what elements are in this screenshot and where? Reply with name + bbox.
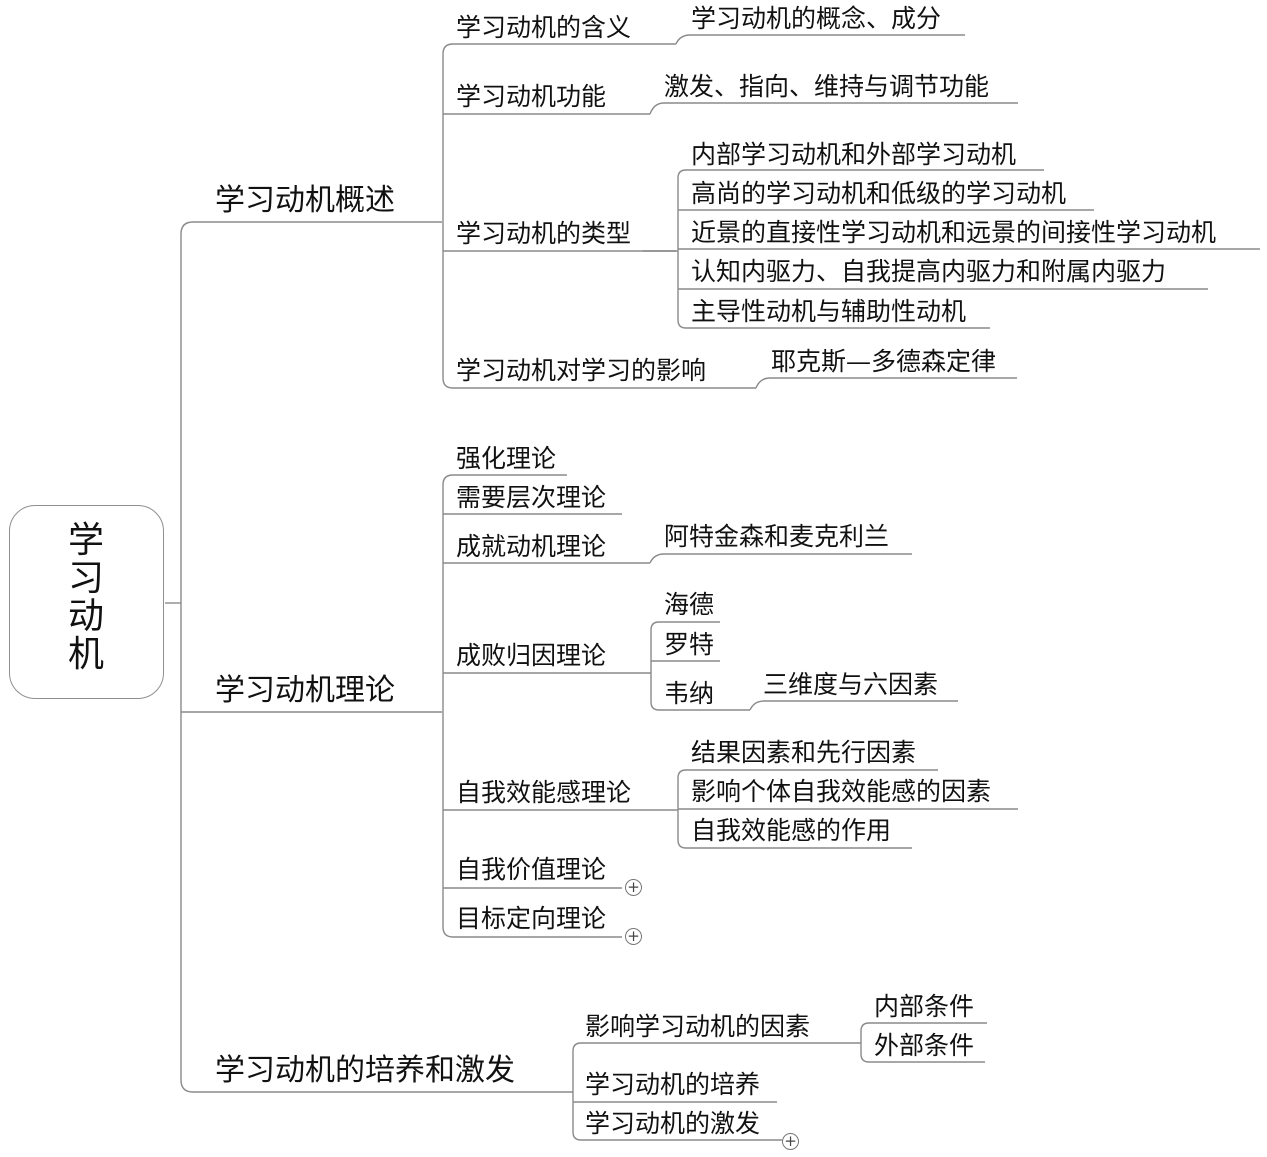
influence-link bbox=[755, 377, 1017, 389]
theory-fork bbox=[442, 926, 622, 938]
node-function[interactable]: 学习动机功能 bbox=[456, 82, 607, 111]
root-fork bbox=[180, 221, 442, 235]
leaf-type-4[interactable]: 认知内驱力、自我提高内驱力和附属内驱力 bbox=[691, 257, 1167, 286]
branch-cultivation[interactable]: 学习动机的培养和激发 bbox=[215, 1053, 515, 1088]
attribution-fork bbox=[650, 701, 750, 711]
leaf-weiner[interactable]: 韦纳 bbox=[664, 679, 715, 708]
root-node[interactable]: 学 习 动 机 bbox=[9, 505, 164, 699]
root-label: 学 习 动 机 bbox=[10, 522, 162, 674]
leaf-yerkes-dodson[interactable]: 耶克斯—多德森定律 bbox=[771, 347, 997, 376]
node-influence[interactable]: 学习动机对学习的影响 bbox=[456, 356, 707, 385]
node-reinforcement[interactable]: 强化理论 bbox=[456, 444, 557, 473]
leaf-type-2[interactable]: 高尚的学习动机和低级的学习动机 bbox=[691, 179, 1067, 208]
node-meaning[interactable]: 学习动机的含义 bbox=[456, 13, 632, 42]
theory-fork bbox=[442, 474, 567, 486]
node-needs[interactable]: 需要层次理论 bbox=[456, 483, 607, 512]
node-self-worth[interactable]: 自我价值理论 bbox=[456, 855, 607, 884]
leaf-three-dimensions[interactable]: 三维度与六因素 bbox=[763, 670, 939, 699]
root-fork bbox=[180, 1079, 573, 1093]
attribution-fork bbox=[650, 621, 720, 631]
leaf-type-5[interactable]: 主导性动机与辅助性动机 bbox=[691, 297, 967, 326]
meaning-link bbox=[675, 34, 965, 45]
branch-theory[interactable]: 学习动机理论 bbox=[215, 673, 395, 708]
factors-fork bbox=[860, 1022, 987, 1032]
leaf-external[interactable]: 外部条件 bbox=[874, 1031, 975, 1060]
node-self-efficacy[interactable]: 自我效能感理论 bbox=[456, 778, 632, 807]
branch-overview[interactable]: 学习动机概述 bbox=[215, 183, 395, 218]
overview-fork bbox=[442, 43, 676, 55]
achievement-link bbox=[649, 553, 912, 564]
node-factors[interactable]: 影响学习动机的因素 bbox=[585, 1012, 811, 1041]
expand-toggle-icon[interactable]: + bbox=[782, 1133, 799, 1150]
root-label-char: 机 bbox=[67, 634, 104, 675]
leaf-efficacy-2[interactable]: 影响个体自我效能感的因素 bbox=[691, 777, 992, 806]
node-cultivate[interactable]: 学习动机的培养 bbox=[585, 1070, 761, 1099]
node-achievement[interactable]: 成就动机理论 bbox=[456, 532, 607, 561]
leaf-type-1[interactable]: 内部学习动机和外部学习动机 bbox=[691, 140, 1017, 169]
function-link bbox=[649, 102, 1018, 115]
types-fork bbox=[677, 319, 990, 329]
overview-fork bbox=[442, 377, 756, 389]
leaf-heider[interactable]: 海德 bbox=[664, 590, 715, 619]
node-attribution[interactable]: 成败归因理论 bbox=[456, 641, 607, 670]
factors-fork bbox=[860, 1053, 985, 1063]
expand-toggle-icon[interactable]: + bbox=[625, 879, 642, 896]
leaf-rotter[interactable]: 罗特 bbox=[664, 630, 715, 659]
efficacy-fork bbox=[677, 769, 938, 779]
node-types[interactable]: 学习动机的类型 bbox=[456, 219, 632, 248]
expand-toggle-icon[interactable]: + bbox=[625, 928, 642, 945]
root-label-char: 学 bbox=[67, 520, 104, 561]
node-stimulate[interactable]: 学习动机的激发 bbox=[585, 1109, 761, 1138]
leaf-efficacy-1[interactable]: 结果因素和先行因素 bbox=[691, 738, 917, 767]
node-goal-orientation[interactable]: 目标定向理论 bbox=[456, 904, 607, 933]
leaf-functions[interactable]: 激发、指向、维持与调节功能 bbox=[664, 72, 990, 101]
efficacy-fork bbox=[677, 839, 912, 849]
cultivation-fork bbox=[572, 1042, 860, 1052]
cultivation-fork bbox=[572, 1131, 782, 1141]
types-fork bbox=[677, 169, 1044, 179]
leaf-internal[interactable]: 内部条件 bbox=[874, 992, 975, 1021]
leaf-efficacy-3[interactable]: 自我效能感的作用 bbox=[691, 816, 892, 845]
root-label-char: 习 bbox=[67, 558, 104, 599]
leaf-atkinson[interactable]: 阿特金森和麦克利兰 bbox=[664, 522, 890, 551]
weiner-link bbox=[749, 700, 958, 711]
leaf-concept[interactable]: 学习动机的概念、成分 bbox=[691, 4, 942, 33]
leaf-type-3[interactable]: 近景的直接性学习动机和远景的间接性学习动机 bbox=[691, 218, 1217, 247]
root-label-char: 动 bbox=[67, 596, 104, 637]
